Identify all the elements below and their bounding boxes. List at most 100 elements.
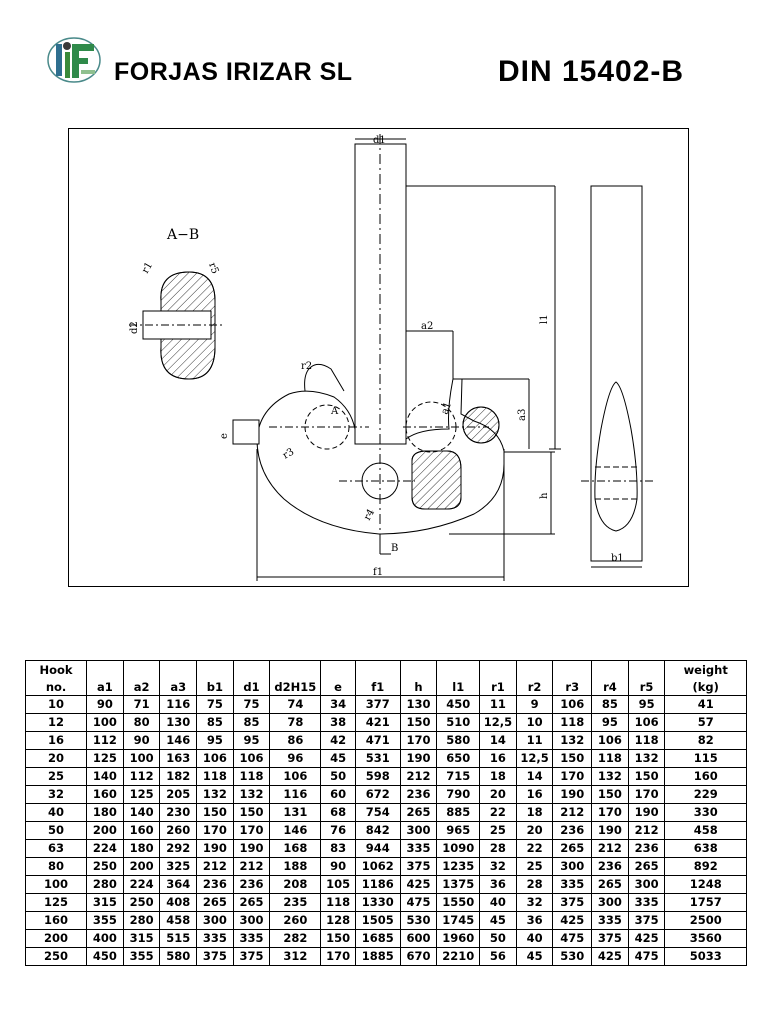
table-cell: 50 [320,767,356,786]
table-cell: 1885 [354,947,401,966]
hook-body [256,378,505,535]
table-cell: 190 [627,803,666,822]
table-cell: 200 [122,857,161,876]
table-cell: 90 [86,695,124,714]
table-cell: 250 [24,947,88,966]
table-cell: 150 [552,749,593,768]
table-cell: 170 [552,767,593,786]
table-cell: 300 [552,857,593,876]
hook-technical-drawing: A−B d1 l1 a2 a3 a1 h f1 b1 e r1 r2 r3 r4… [68,128,689,587]
table-header-cell: l1 [436,678,481,696]
table-cell: 45 [515,947,554,966]
table-header-cell: d1 [232,678,271,696]
table-cell: 212 [232,857,271,876]
table-cell: 170 [196,821,234,840]
table-cell: 25 [515,857,554,876]
table-cell: 250 [122,893,161,912]
company-logo-icon [46,34,108,86]
table-cell: 190 [591,821,629,840]
table-cell: 12 [24,713,88,732]
table-cell: 375 [627,911,666,930]
table-cell: 265 [591,875,629,894]
table-cell: 95 [591,713,629,732]
table-cell: 3560 [664,929,747,948]
table-cell: 10 [24,695,88,714]
table-cell: 265 [232,893,271,912]
table-cell: 150 [591,785,629,804]
table-cell: 40 [24,803,88,822]
table-cell: 842 [354,821,401,840]
table-cell: 2500 [664,911,747,930]
table-cell: 200 [24,929,88,948]
table-cell: 86 [269,731,322,750]
table-cell: 20 [515,821,554,840]
table-header-cell: a1 [86,678,124,696]
table-cell: 56 [479,947,517,966]
table-cell: 140 [86,767,124,786]
table-cell: 475 [552,929,593,948]
table-cell: 106 [196,749,234,768]
table-cell: 475 [627,947,666,966]
table-cell: 458 [159,911,198,930]
table-cell: 280 [122,911,161,930]
table-cell: 530 [399,911,438,930]
table-cell: 530 [552,947,593,966]
table-cell: 265 [196,893,234,912]
table-cell: 28 [515,875,554,894]
table-header-cell [627,660,666,678]
table-cell: 265 [399,803,438,822]
table-cell: 1330 [354,893,401,912]
table-cell: 150 [232,803,271,822]
table-header-cell [232,660,271,678]
table-cell: 330 [664,803,747,822]
table-cell: 132 [196,785,234,804]
table-cell: 50 [479,929,517,948]
table-cell: 180 [86,803,124,822]
table-cell: 140 [122,803,161,822]
table-header-cell: Hook [24,660,88,678]
table-cell: 208 [269,875,322,894]
table-cell: 57 [664,713,747,732]
table-cell: 100 [24,875,88,894]
hook-side-view [590,185,643,562]
table-cell: 95 [196,731,234,750]
table-cell: 754 [354,803,401,822]
standard-code: DIN 15402-B [498,55,685,88]
table-cell: 325 [159,857,198,876]
table-cell: 5033 [664,947,747,966]
table-cell: 312 [269,947,322,966]
table-cell: 1062 [354,857,401,876]
table-cell: 95 [627,695,666,714]
table-cell: 335 [196,929,234,948]
table-cell: 250 [86,857,124,876]
label-d1: d1 [373,135,386,146]
table-cell: 375 [591,929,629,948]
table-cell: 1550 [436,893,481,912]
table-cell: 230 [159,803,198,822]
table-cell: 32 [24,785,88,804]
table-cell: 200 [86,821,124,840]
section-a-b-view [129,271,225,380]
label-a: A [330,406,339,417]
table-cell: 1235 [436,857,481,876]
table-cell: 531 [354,749,401,768]
table-cell: 715 [436,767,481,786]
table-cell: 38 [320,713,356,732]
table-cell: 80 [24,857,88,876]
table-cell: 471 [354,731,401,750]
table-cell: 100 [86,713,124,732]
table-cell: 335 [232,929,271,948]
table-cell: 106 [269,767,322,786]
table-cell: 598 [354,767,401,786]
table-cell: 300 [591,893,629,912]
table-cell: 1685 [354,929,401,948]
table-cell: 42 [320,731,356,750]
table-header-cell [436,660,481,678]
